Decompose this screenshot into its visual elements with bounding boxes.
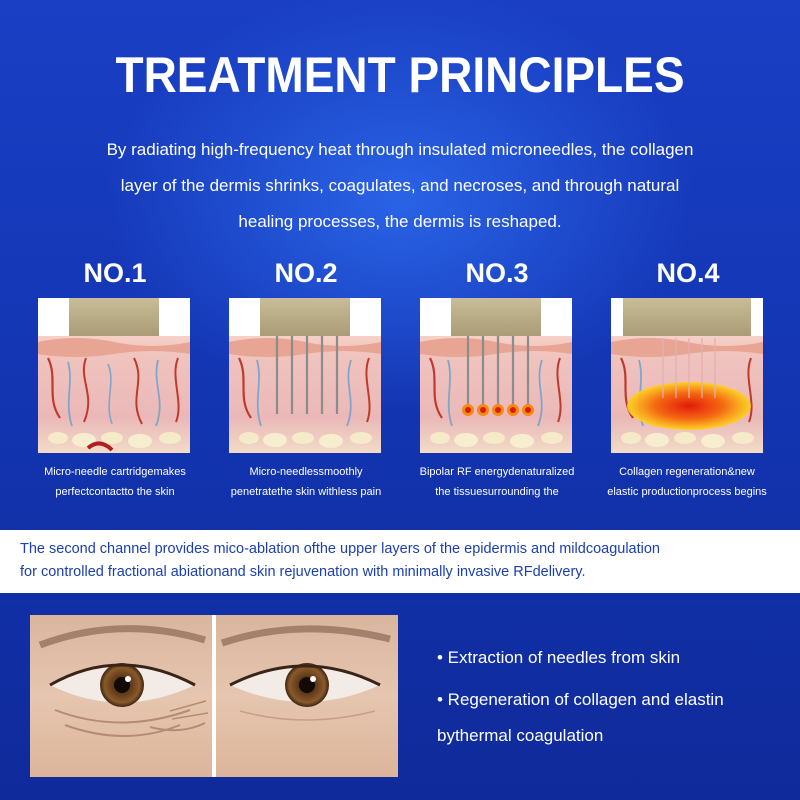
step-4-caption: Collagen regeneration&new elastic produc… [592, 462, 782, 502]
caption-line: elastic productionprocess begins [607, 486, 767, 498]
info-band-text: The second channel provides mico-ablatio… [20, 538, 800, 584]
step-3-illustration [420, 298, 572, 453]
intro-line: By radiating high-frequency heat through… [106, 140, 694, 159]
benefit-item-continued: bythermal coagulation [437, 726, 604, 745]
after-eye-photo [216, 615, 398, 777]
intro-paragraph: By radiating high-frequency heat through… [60, 132, 740, 240]
page-title: TREATMENT PRINCIPLES [115, 47, 685, 103]
caption-line: Collagen regeneration&new [619, 466, 755, 478]
intro-line: healing processes, the dermis is reshape… [238, 212, 562, 231]
step-1-number: NO.1 [83, 258, 147, 288]
step-2-number: NO.2 [274, 258, 338, 288]
before-after-photos [30, 615, 398, 777]
caption-line: perfectcontactto the skin [55, 486, 175, 498]
before-eye-photo [30, 615, 212, 777]
caption-line: Bipolar RF energydenaturalized [419, 466, 575, 478]
caption-line: penetratethe skin withless pain [230, 486, 382, 498]
step-4-illustration [611, 298, 763, 453]
step-2-caption: Micro-needlessmoothly penetratethe skin … [211, 462, 401, 502]
caption-line: Micro-needlessmoothly [249, 466, 363, 478]
band-line: for controlled fractional abiationand sk… [20, 564, 586, 580]
step-3-caption: Bipolar RF energydenaturalized the tissu… [402, 462, 592, 502]
step-4-number: NO.4 [656, 258, 720, 288]
benefit-item: • Regeneration of collagen and elastin [437, 690, 724, 709]
band-line: The second channel provides mico-ablatio… [20, 541, 660, 557]
caption-line: the tissuesurrounding the [435, 486, 559, 498]
caption-line: Micro-needle cartridgemakes [44, 466, 186, 478]
intro-line: layer of the dermis shrinks, coagulates,… [120, 176, 680, 195]
info-band [0, 530, 800, 593]
step-1-caption: Micro-needle cartridgemakes perfectconta… [20, 462, 210, 502]
step-2-illustration [229, 298, 381, 453]
benefit-item: • Extraction of needles from skin [437, 648, 681, 667]
step-1-illustration [38, 298, 190, 453]
step-3-number: NO.3 [465, 258, 529, 288]
benefits-list: • Extraction of needles from skin • Rege… [437, 642, 777, 752]
